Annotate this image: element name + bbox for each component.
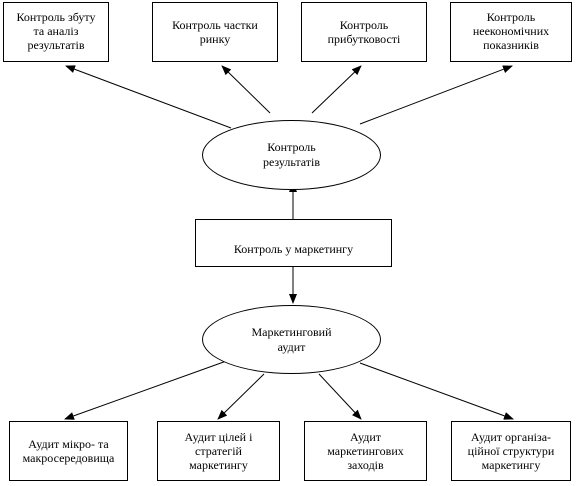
box-profitability-control: Контроль прибутковості — [301, 2, 427, 62]
box-sales-control: Контроль збуту та аналіз результатів — [3, 2, 109, 62]
box-noneconomic-control: Контроль неекономічних показників — [450, 2, 572, 62]
arrow-results-to-profitability — [311, 65, 362, 114]
box-strategy-audit: Аудит цілей і стратегій маркетингу — [157, 421, 280, 481]
arrow-results-to-sales — [65, 65, 232, 129]
arrow-audit-to-strategy — [217, 373, 265, 420]
oval-results-control: Контроль результатів — [202, 120, 381, 190]
arrow-audit-to-structure — [359, 362, 514, 420]
box-market-share-control: Контроль частки ринку — [152, 2, 278, 62]
arrow-audit-to-measures — [318, 373, 362, 420]
box-environment-audit: Аудит мікро- та макросередовища — [9, 421, 128, 481]
box-structure-audit: Аудит організа- ційної структури маркети… — [451, 421, 571, 481]
arrow-results-to-noneconomic — [359, 65, 513, 125]
oval-marketing-audit: Маркетинговий аудит — [202, 305, 381, 374]
arrow-audit-to-environment — [64, 358, 233, 420]
box-measures-audit: Аудит маркетингових заходів — [304, 421, 427, 481]
arrow-results-to-market-share — [221, 65, 271, 114]
box-marketing-control: Контроль у маркетингу — [195, 219, 392, 267]
